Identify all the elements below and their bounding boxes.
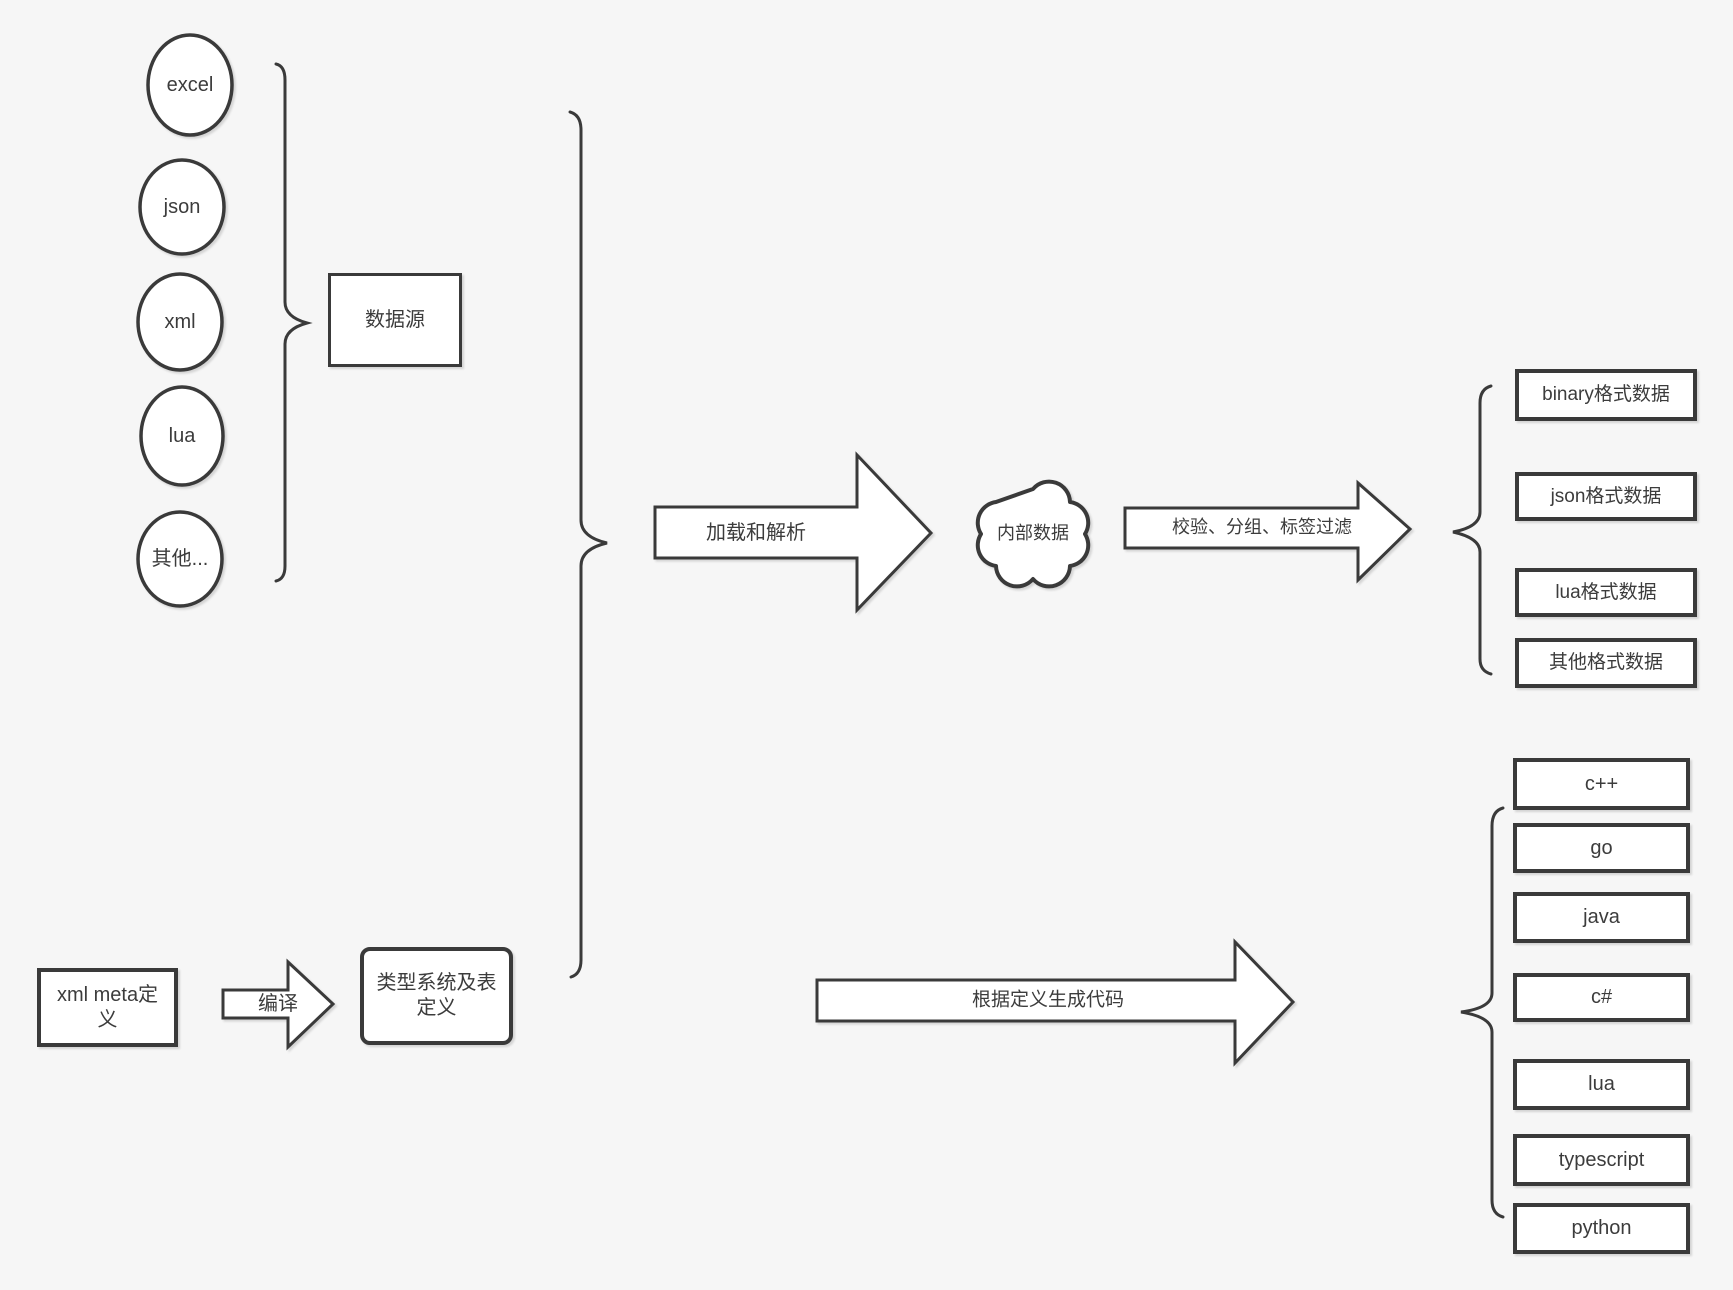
source-ellipse-xml bbox=[136, 272, 224, 372]
source-label-excel: excel bbox=[166, 74, 214, 96]
format-label-lua: lua格式数据 bbox=[1555, 581, 1657, 603]
source-ellipse-lua bbox=[139, 385, 225, 487]
format-box-other: 其他格式数据 bbox=[1515, 638, 1697, 688]
source-label-xml: xml bbox=[164, 311, 196, 333]
data-source-box: 数据源 bbox=[328, 273, 462, 367]
source-ellipse-json bbox=[138, 158, 226, 256]
language-label-csharp: c# bbox=[1590, 986, 1613, 1008]
format-label-other: 其他格式数据 bbox=[1548, 652, 1663, 674]
sources-brace bbox=[274, 62, 313, 583]
load-parse-arrow-label: 加载和解析 bbox=[706, 522, 806, 544]
language-label-go: go bbox=[1590, 836, 1613, 859]
source-label-other: 其他... bbox=[151, 548, 209, 570]
language-box-cpp: c++ bbox=[1513, 758, 1690, 810]
format-box-json: json格式数据 bbox=[1515, 472, 1697, 521]
internal-data-cloud bbox=[975, 479, 1091, 589]
language-box-python: python bbox=[1513, 1203, 1690, 1254]
generate-code-arrow bbox=[815, 938, 1296, 1067]
validate-filter-arrow bbox=[1123, 479, 1413, 584]
language-box-typescript: typescript bbox=[1513, 1134, 1690, 1186]
source-ellipse-excel bbox=[146, 33, 234, 137]
type-system-label: 类型系统及表定义 bbox=[376, 972, 497, 1019]
xml-meta-label: xml meta定义 bbox=[56, 983, 159, 1031]
language-label-python: python bbox=[1571, 1217, 1632, 1239]
language-label-typescript: typescript bbox=[1558, 1148, 1645, 1171]
data-source-label: 数据源 bbox=[365, 308, 425, 331]
source-ellipse-other bbox=[136, 510, 224, 608]
main-brace bbox=[568, 110, 608, 979]
language-box-go: go bbox=[1513, 823, 1690, 873]
language-box-csharp: c# bbox=[1513, 973, 1690, 1022]
type-system-box: 类型系统及表定义 bbox=[360, 947, 513, 1045]
source-label-json: json bbox=[163, 196, 201, 218]
source-label-lua: lua bbox=[168, 425, 196, 447]
internal-data-label: 内部数据 bbox=[997, 523, 1069, 544]
format-label-binary: binary格式数据 bbox=[1542, 384, 1670, 406]
language-label-lua: lua bbox=[1588, 1073, 1615, 1095]
language-label-java: java bbox=[1583, 906, 1620, 928]
validate-filter-arrow-label: 校验、分组、标签过滤 bbox=[1172, 517, 1352, 538]
language-label-cpp: c++ bbox=[1584, 772, 1619, 795]
language-box-java: java bbox=[1513, 892, 1690, 943]
compile-arrow-label: 编译 bbox=[258, 993, 298, 1015]
compile-arrow bbox=[221, 958, 336, 1051]
formats-brace bbox=[1452, 384, 1493, 676]
load-parse-arrow bbox=[653, 451, 934, 614]
format-box-lua: lua格式数据 bbox=[1515, 568, 1697, 617]
languages-brace bbox=[1460, 806, 1505, 1219]
generate-code-arrow-label: 根据定义生成代码 bbox=[971, 989, 1125, 1011]
language-box-lua: lua bbox=[1513, 1059, 1690, 1110]
format-box-binary: binary格式数据 bbox=[1515, 369, 1697, 421]
format-label-json: json格式数据 bbox=[1550, 485, 1662, 507]
xml-meta-box: xml meta定义 bbox=[37, 968, 178, 1047]
